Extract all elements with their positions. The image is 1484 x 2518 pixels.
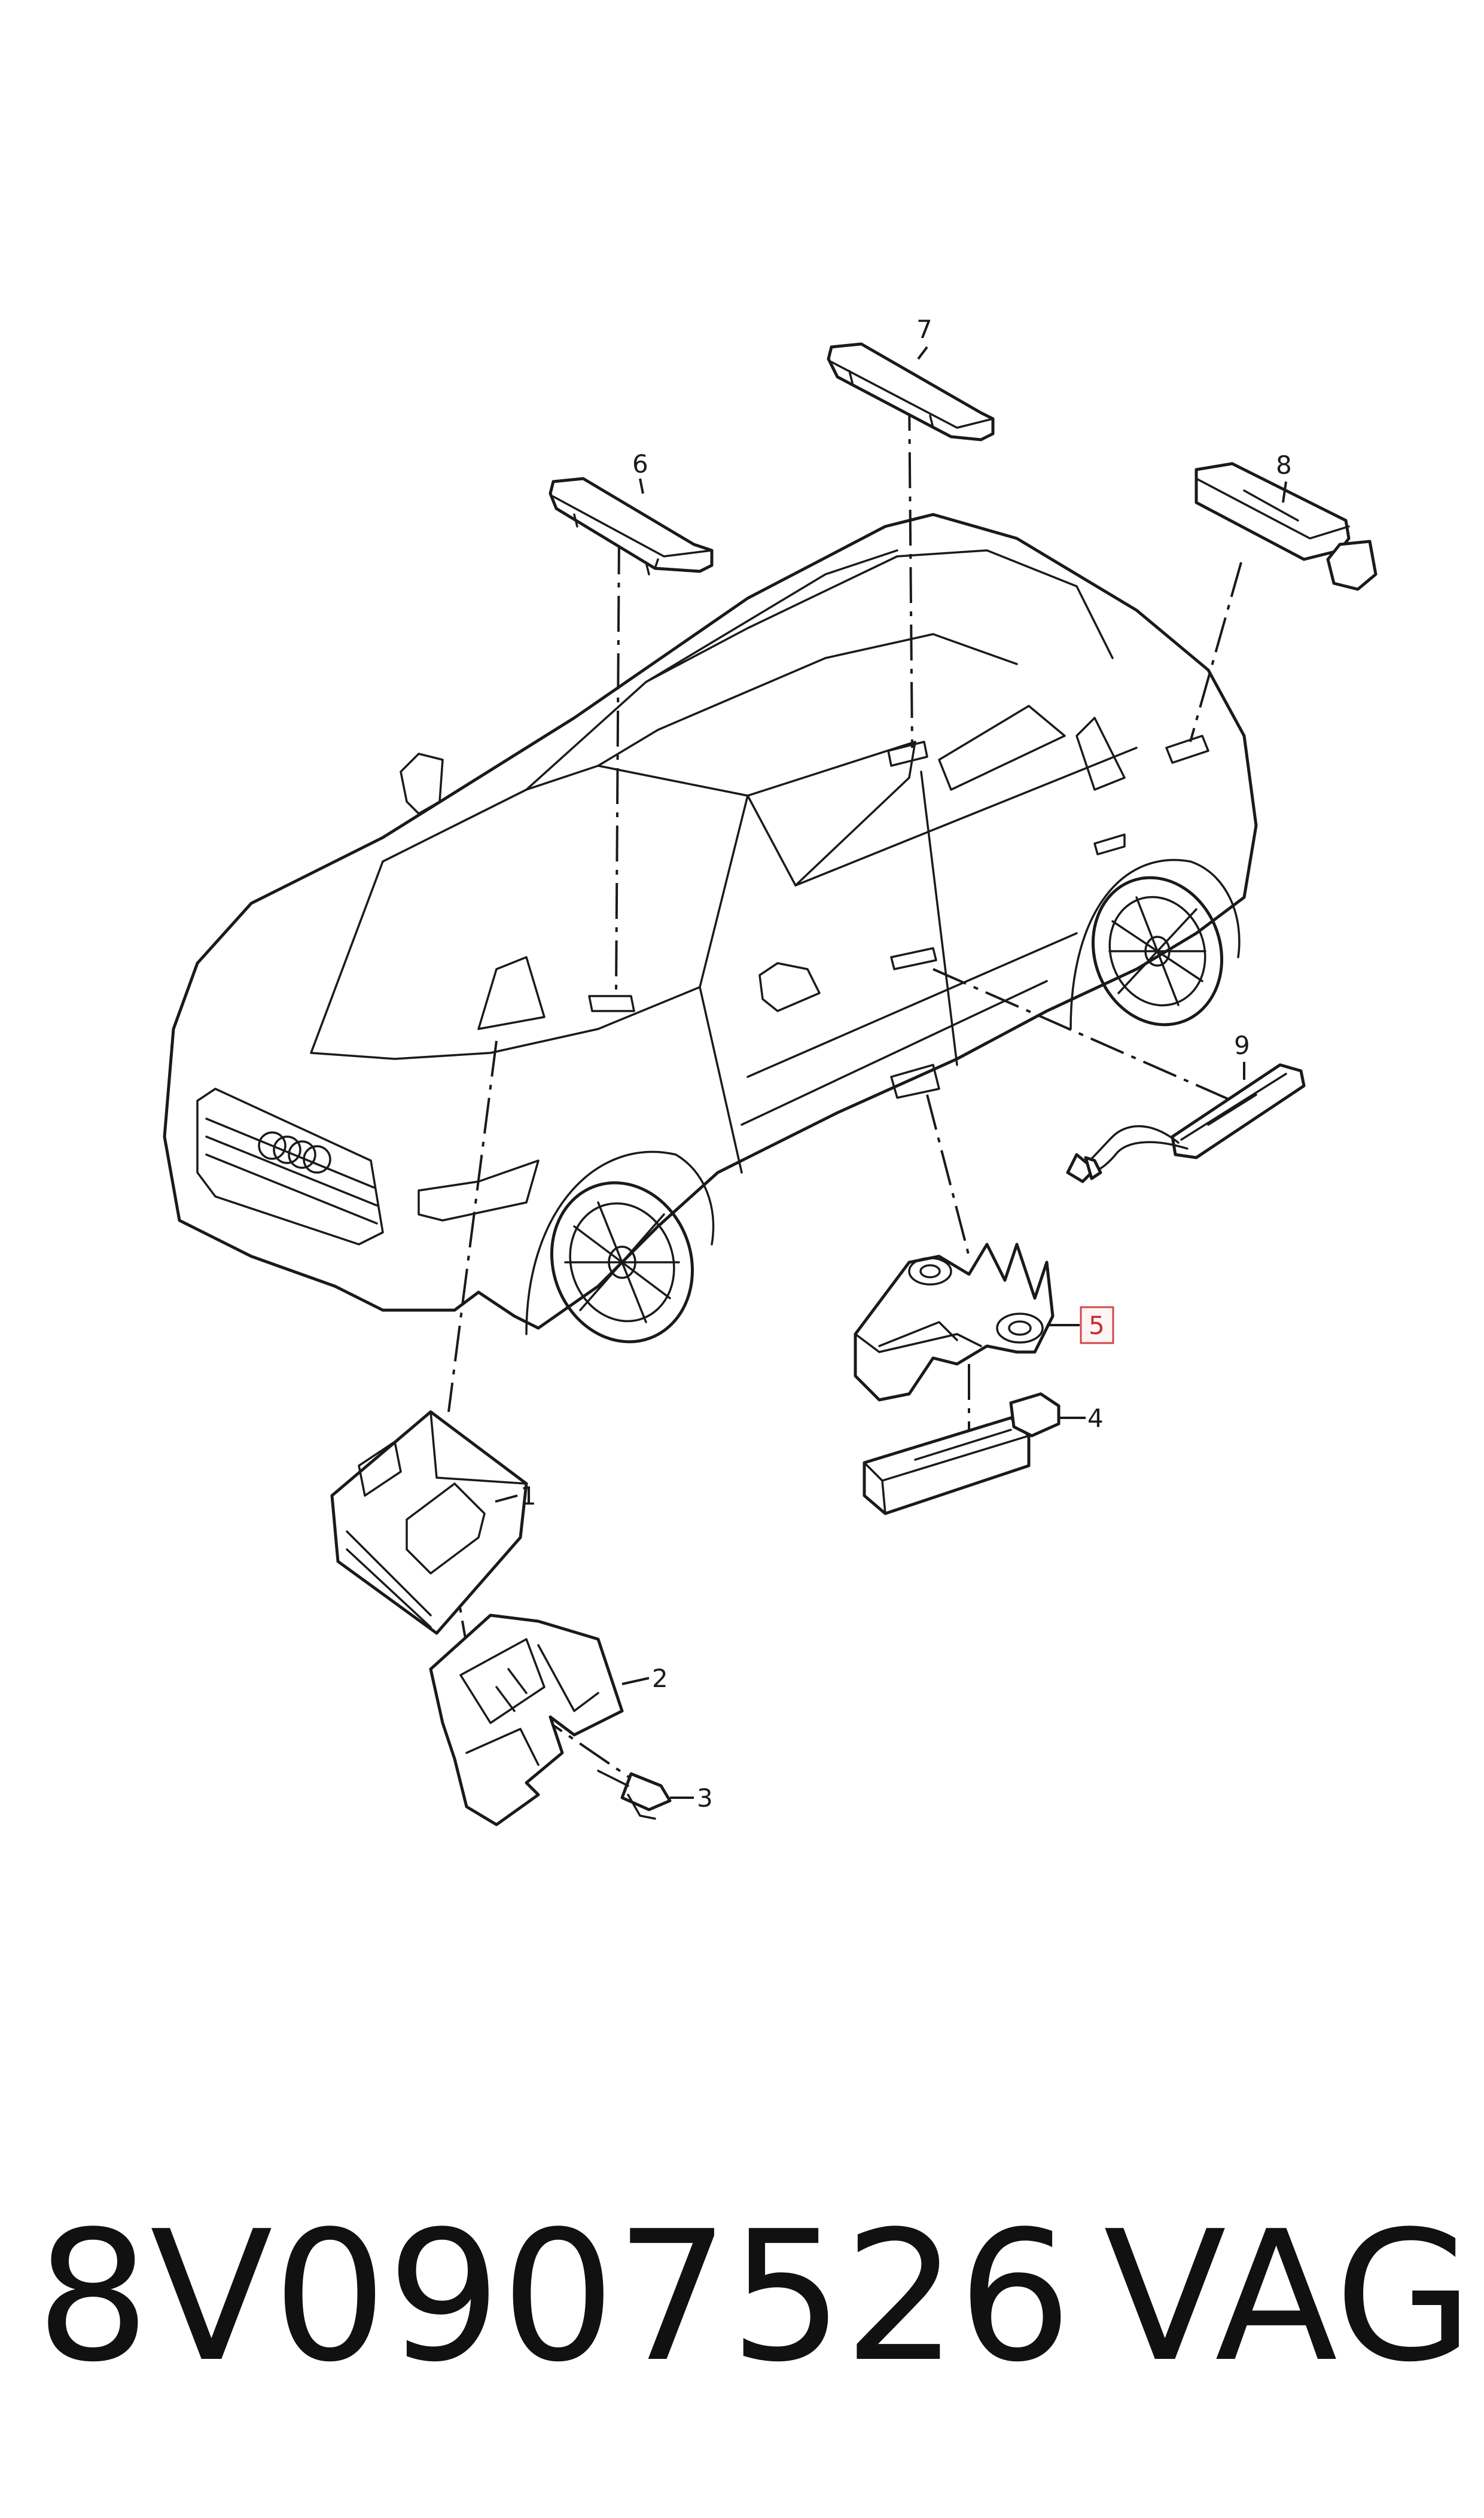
callout-leaders xyxy=(495,346,1287,1799)
callout-7: 7 xyxy=(916,315,933,344)
vehicle-illustration xyxy=(163,513,1258,1344)
leader-lines xyxy=(441,394,1242,1790)
callout-8: 8 xyxy=(1276,450,1292,480)
callout-numbers: 1 2 3 4 5 6 7 8 9 xyxy=(520,315,1292,1813)
part-7-antenna-bar xyxy=(827,342,995,442)
part-5-holder xyxy=(854,1243,1055,1402)
part-9-sensor-wire xyxy=(1066,1063,1306,1183)
part-2-bracket xyxy=(429,1613,624,1826)
callout-5-highlight-box xyxy=(1080,1306,1114,1344)
part-6-antenna-bar xyxy=(548,477,714,576)
part-number-caption: 8V0907526 xyxy=(36,2193,1072,2401)
callout-4: 4 xyxy=(1087,1403,1104,1433)
callout-2: 2 xyxy=(652,1664,668,1693)
dash-sensor-patch xyxy=(477,956,546,1030)
callout-6: 6 xyxy=(632,449,648,479)
callout-3: 3 xyxy=(697,1783,713,1813)
brand-caption: VAG xyxy=(1104,2193,1474,2401)
part-8-control-box xyxy=(1194,462,1378,591)
callout-5: 5 xyxy=(1089,1311,1105,1340)
part-1-control-module xyxy=(330,1410,528,1635)
part-4-antenna-module xyxy=(863,1392,1061,1515)
part-3-screw xyxy=(597,1770,672,1820)
callout-1: 1 xyxy=(520,1481,537,1511)
callout-9: 9 xyxy=(1234,1031,1250,1060)
